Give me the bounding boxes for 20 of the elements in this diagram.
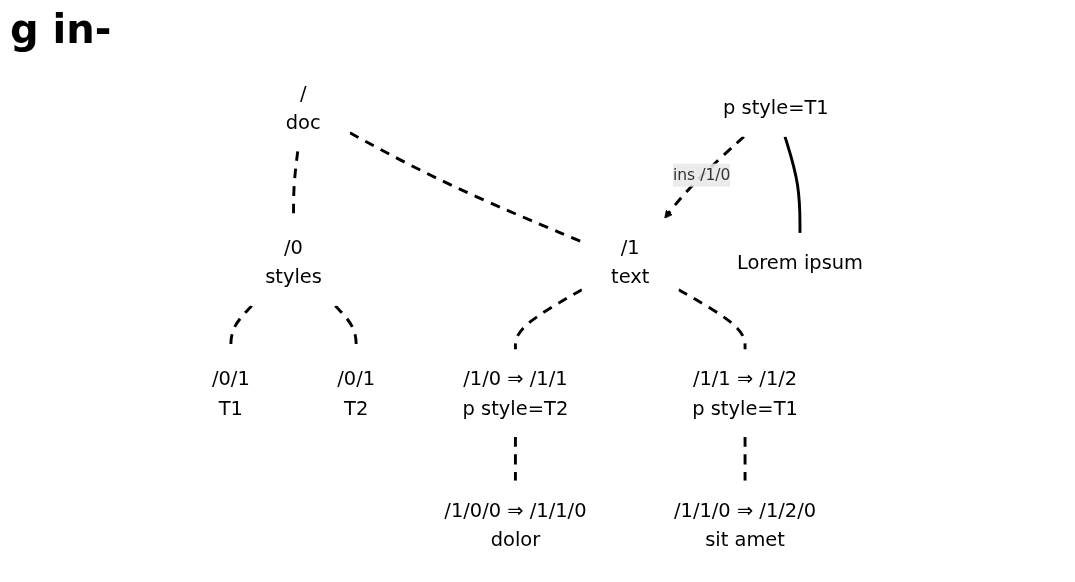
node-text: /1/0 ⇒ /1/1 p style=T2 (462, 367, 569, 420)
node-text: / doc (285, 81, 321, 134)
edge-label: ins /1/0 (672, 165, 731, 184)
connector (743, 437, 747, 481)
node-text: /1/1/0 ⇒ /1/2/0 sit amet (673, 498, 817, 551)
connector (783, 136, 802, 233)
node-text: /0/1 T1 (211, 367, 250, 420)
connector (513, 288, 583, 350)
connector (349, 131, 583, 244)
arrow (664, 135, 745, 219)
connector (513, 437, 517, 481)
node-text: /0/1 T2 (337, 367, 376, 420)
node-text: /0 styles (265, 235, 322, 289)
title: g in- (10, 6, 113, 52)
node-text: /1/1 ⇒ /1/2 p style=T1 (692, 367, 798, 420)
node-text: Lorem ipsum (736, 250, 864, 274)
node-text: /1 text (611, 235, 650, 289)
node-text: /1/0/0 ⇒ /1/1/0 dolor (444, 498, 587, 551)
connector (677, 288, 747, 350)
node-text: p style=T1 (723, 95, 829, 120)
